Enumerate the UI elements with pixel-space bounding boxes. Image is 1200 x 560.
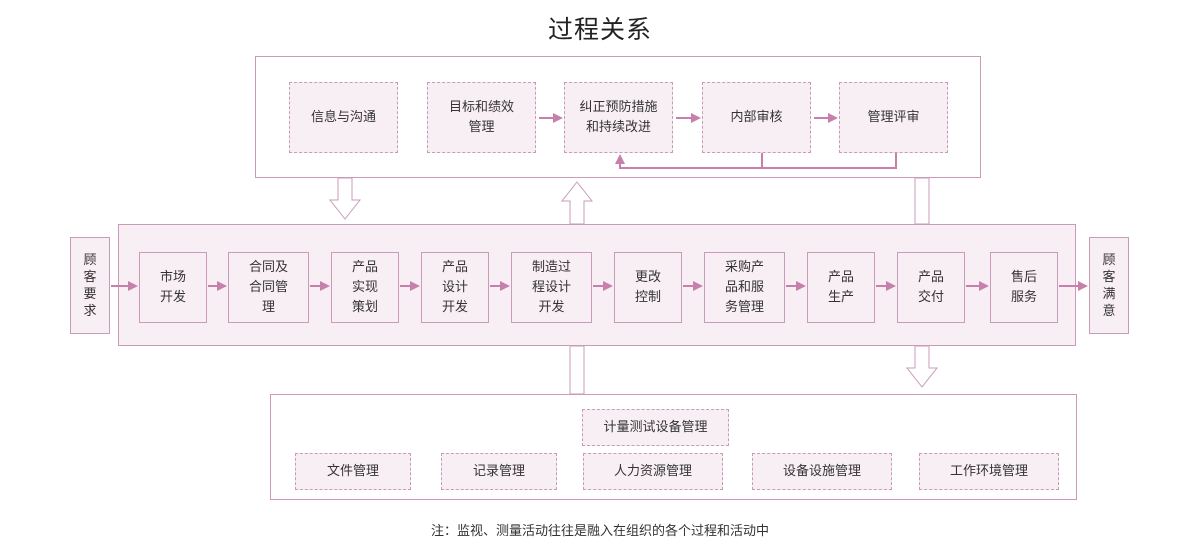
step-realization-planning: 产品 实现 策划 xyxy=(331,252,399,323)
work-environment-box: 工作环境管理 xyxy=(919,453,1059,490)
footnote: 注：监视、测量活动往往是融入在组织的各个过程和活动中 xyxy=(430,524,769,539)
customer-requirements-box: 顾 客 要 求 xyxy=(70,237,110,334)
document-management-box: 文件管理 xyxy=(295,453,411,490)
connector-support-to-main xyxy=(569,345,585,395)
hr-management-box: 人力资源管理 xyxy=(583,453,723,490)
internal-audit-box: 内部审核 xyxy=(702,82,811,153)
step-delivery: 产品 交付 xyxy=(897,252,965,323)
customer-satisfaction-box: 顾 客 满 意 xyxy=(1089,237,1129,334)
facility-management-box: 设备设施管理 xyxy=(752,453,892,490)
step-purchasing: 采购产 品和服 务管理 xyxy=(704,252,785,323)
management-review-box: 管理评审 xyxy=(839,82,948,153)
objectives-performance-box: 目标和绩效 管理 xyxy=(427,82,536,153)
record-management-box: 记录管理 xyxy=(441,453,557,490)
connector-review-to-main xyxy=(914,177,930,225)
diagram-title: 过程关系 xyxy=(547,15,652,44)
step-after-sales: 售后 服务 xyxy=(990,252,1058,323)
step-market-development: 市场 开发 xyxy=(139,252,207,323)
hollow-arrow-up-improvement xyxy=(560,181,594,225)
step-production: 产品 生产 xyxy=(807,252,875,323)
feedback-loop-line xyxy=(615,153,897,169)
step-product-design: 产品 设计 开发 xyxy=(421,252,489,323)
step-change-control: 更改 控制 xyxy=(614,252,682,323)
corrective-improvement-box: 纠正预防措施 和持续改进 xyxy=(564,82,673,153)
hollow-arrow-down-delivery xyxy=(905,345,939,388)
hollow-arrow-down-management xyxy=(328,177,362,220)
info-communication-box: 信息与沟通 xyxy=(289,82,398,153)
step-process-design: 制造过 程设计 开发 xyxy=(511,252,592,323)
step-contract-management: 合同及 合同管 理 xyxy=(228,252,309,323)
metrology-management-box: 计量测试设备管理 xyxy=(582,409,729,446)
